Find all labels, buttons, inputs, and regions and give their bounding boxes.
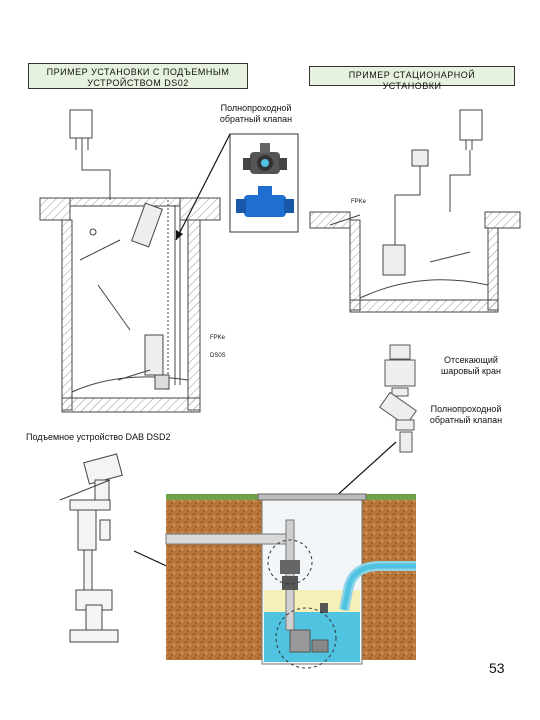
check-valve-caption-right: Полнопроходной обратный клапан [429,404,503,425]
fpk-mark-2: FPKe [351,199,367,205]
well-cross-section [165,493,416,669]
right-pit-drawing [309,109,521,313]
stationary-example-text: ПРИМЕР СТАЦИОНАРНОЙ УСТАНОВКИ [348,70,476,91]
lift-example-text: ПРИМЕР УСТАНОВКИ С ПОДЪЕМНЫМ УСТРОЙСТВОМ… [46,67,230,88]
lift-device-drawing [59,453,123,643]
left-pit-drawing [39,109,221,413]
check-valve-arrowhead [176,230,183,240]
check-valve-arrow [175,133,231,241]
shutoff-valve-caption: Отсекающий шаровый кран [441,355,501,376]
stationary-example-label: ПРИМЕР СТАЦИОНАРНОЙ УСТАНОВКИ [309,66,515,91]
fpk-mark: FPKe [210,335,226,341]
lift-device-caption: Подъемное устройство DAB DSD2 [26,432,171,442]
lift-example-label: ПРИМЕР УСТАНОВКИ С ПОДЪЕМНЫМ УСТРОЙСТВОМ… [28,63,248,89]
right-valve-assembly [379,344,417,453]
page-number: 53 [489,660,505,676]
check-valve-caption-top: Полнопроходной обратный клапан [219,103,293,124]
ds-mark: DS0S [210,353,226,359]
check-valve-inset [229,133,299,233]
